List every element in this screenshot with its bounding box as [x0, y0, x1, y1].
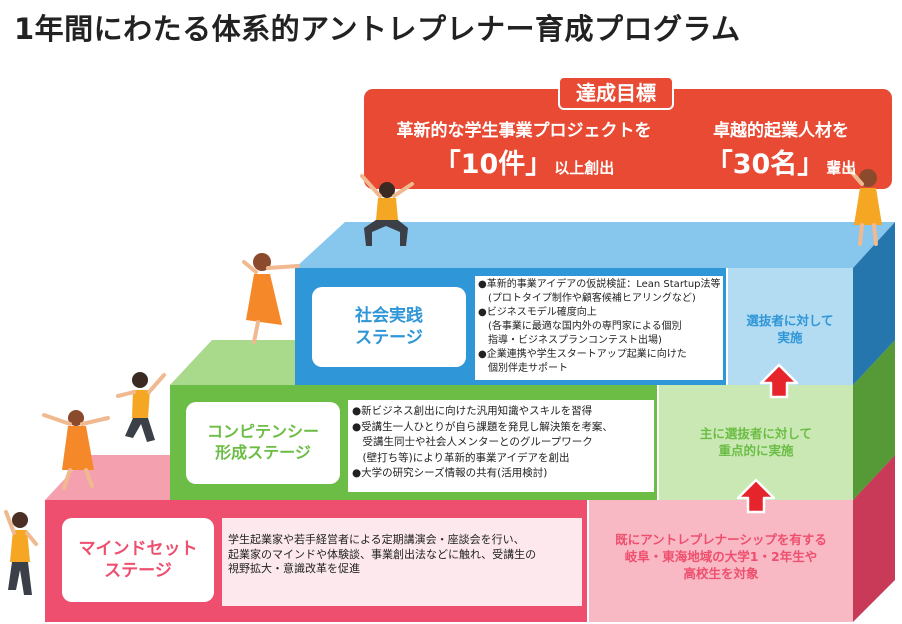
goal-item1-value: 「10件」以上創出	[374, 142, 674, 181]
stage2-description: ●新ビジネス創出に向けた汎用知識やスキルを習得 ●受講生一人ひとりが自ら課題を発…	[352, 405, 613, 479]
stage2-text-panel	[348, 400, 654, 492]
person-illustration-icon	[360, 174, 414, 246]
stage2-target: 主に選抜者に対して 重点的に実施	[699, 426, 813, 458]
goal-label: 達成目標	[558, 76, 674, 110]
stage2-name: コンピテンシー 形成ステージ	[186, 402, 340, 484]
goal-item1-count: 「10件」	[433, 149, 553, 180]
goal-banner	[364, 89, 892, 189]
goal-item2-count: 「30名」	[705, 149, 825, 180]
stage1-target-panel	[588, 500, 853, 622]
up-arrow-icon	[736, 478, 776, 514]
stage2-side-face	[853, 340, 895, 500]
stage1-name: マインドセット ステージ	[62, 518, 214, 602]
stage3-side-face	[853, 222, 895, 385]
stage3-text-panel	[475, 276, 723, 380]
person-illustration-icon	[242, 253, 300, 344]
goal-item2-suffix: 輩出	[826, 159, 857, 177]
goal-item1-suffix: 以上創出	[554, 159, 615, 177]
stage3-name: 社会実践 ステージ	[312, 287, 466, 367]
stage1-target: 既にアントレプレナーシップを有する 岐阜・東海地域の大学1・2年生や 高校生を対…	[615, 532, 827, 581]
page-title: 1年間にわたる体系的アントレプレナー育成プログラム	[14, 12, 741, 46]
person-illustration-icon	[4, 510, 38, 595]
person-illustration-icon	[116, 372, 166, 442]
stage3-target: 選抜者に対して 実施	[746, 313, 834, 345]
stage3-target-panel	[727, 268, 853, 385]
goal-item2-line1: 卓越的起業人材を	[713, 121, 849, 141]
stage1-description: 学生起業家や若手経営者による定期講演会・座談会を行い、 起業家のマインドや体験談…	[228, 533, 537, 575]
person-illustration-icon	[42, 410, 110, 490]
goal-item2-value: 「30名」輩出	[676, 142, 886, 181]
stage1-text-panel	[222, 518, 582, 606]
goal-item1-line1: 革新的な学生事業プロジェクトを	[396, 121, 652, 141]
up-arrow-icon	[759, 363, 799, 399]
stage3-description: ●革新的事業アイデアの仮説検証：Lean Startup法等 (プロトタイプ制作…	[478, 279, 721, 374]
person-illustration-icon	[846, 166, 882, 246]
stage3-top-face	[295, 222, 895, 268]
stage1-side-face	[853, 455, 895, 622]
